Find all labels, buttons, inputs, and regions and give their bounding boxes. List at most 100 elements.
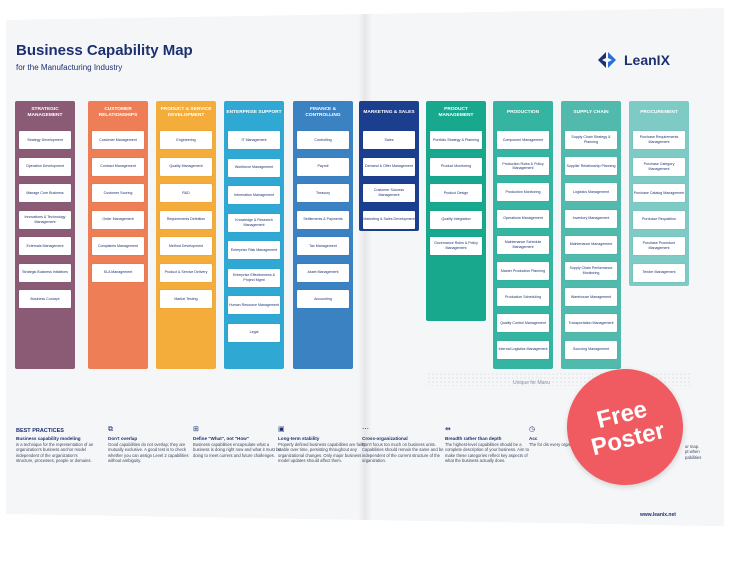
page-subtitle: for the Manufacturing Industry [16,63,123,72]
capability-card[interactable]: Controlling [297,131,349,149]
capability-card[interactable]: Information Management [228,186,280,204]
capability-card[interactable]: Strategic Business Initiatives [19,263,71,282]
capability-card[interactable]: Production Monitoring [497,183,549,202]
tip-body: Good capabilities do not overlap; they a… [108,442,189,464]
capability-card[interactable]: Settlements & Payments [297,210,349,229]
best-practices-title: BEST PRACTICES [16,428,64,434]
capability-card[interactable]: Production Roles & Policy Management [497,157,549,176]
capability-card[interactable]: Method Development [160,237,212,255]
capability-column: PRODUCT MANAGEMENT Portfolio Strategy & P… [426,101,486,321]
capability-card[interactable]: Strategy Development [19,131,71,149]
column-header: ENTERPRISE SUPPORT [226,110,282,115]
capability-card[interactable]: Transportation Management [565,314,617,333]
column-header: PRODUCT & SERVICE DEVELOPMENT [160,107,212,118]
capability-card[interactable]: Quality Management [160,157,212,176]
capability-card[interactable]: Governance Roles & Policy Management [430,237,482,255]
capability-card[interactable]: Asset Management [297,263,349,282]
capability-card[interactable]: Business Concept [19,290,71,308]
capability-card[interactable]: Customer Scoring [92,184,144,202]
capability-card[interactable]: Innovations & Technology Management [19,210,71,229]
capability-card[interactable]: Production Scheduling [497,288,549,307]
capability-card[interactable]: Payroll [297,157,349,176]
page-title: Business Capability Map [16,42,193,59]
footer-url[interactable]: www.leanix.net [640,512,676,518]
capability-card[interactable]: Inventory Management [565,209,617,228]
cut-line-2: pt when [685,449,700,455]
cut-off-text: ur map. pt when pabilities [685,444,725,460]
capability-card[interactable]: Operation Development [19,157,71,176]
capability-card[interactable]: Supplier Relationship Planning [565,157,617,176]
capability-card[interactable]: Portfolio Strategy & Planning [430,131,482,149]
capability-card[interactable]: Sourcing Management [565,340,617,359]
capability-card[interactable]: Operations Management [497,209,549,228]
capability-card[interactable]: Legal [228,323,280,342]
capability-card[interactable]: Customer Management [92,131,144,149]
column-header: PRODUCT MANAGEMENT [438,107,474,118]
capability-card[interactable]: IT Management [228,131,280,149]
capability-card[interactable]: Product Design [430,184,482,202]
capability-card[interactable]: Supply Chain Strategy & Planning [565,131,617,149]
capability-card[interactable]: Maintenance Schedule Management [497,235,549,254]
capability-card[interactable]: Tender Management [633,263,685,282]
capability-card[interactable]: Treasury [297,184,349,202]
org-icon: ⋯ [362,426,369,433]
capability-card[interactable]: Purchase Procedure Management [633,237,685,255]
capability-card[interactable]: Tax Management [297,237,349,255]
capability-card[interactable]: Quality Integration [430,210,482,229]
capability-card[interactable]: Contract Management [92,157,144,176]
capability-card[interactable]: Warehouse Management [565,288,617,307]
capability-card[interactable]: Demand & Offer Management [363,157,415,176]
capability-card[interactable]: Manage Core Business [19,184,71,202]
tip-body: The for dis every organiza [529,442,578,447]
capability-card[interactable]: Knowledge & Research Management [228,213,280,232]
capability-card[interactable]: Marketing & Sales Development [363,210,415,229]
capability-card[interactable]: Customer Success Management [363,184,415,202]
intro-body: is a technique for the representation of… [16,442,94,464]
capability-card[interactable]: Requirements Definition [160,210,212,229]
capability-card[interactable]: Workforce Management [228,158,280,177]
capability-card[interactable]: Enterprise Effectiveness & Project Mgmt [228,268,280,287]
capability-card[interactable]: Market Testing [160,290,212,308]
capability-card[interactable]: Quality Control Management [497,314,549,333]
capability-card[interactable]: Externals Management [19,237,71,255]
tip-body: The highest-level capabilities should be… [445,442,530,464]
tip-body: Business capabilities encapsulate what a… [193,442,281,458]
capability-card[interactable]: Accounting [297,290,349,308]
capability-card[interactable]: Logistics Management [565,183,617,202]
breadth-icon: ⇹ [445,426,451,433]
capability-card[interactable]: Complaints Management [92,237,144,255]
capability-card[interactable]: Purchase Requirements Management [633,131,685,149]
capability-card[interactable]: Product & Service Delivery [160,263,212,282]
capability-card[interactable]: Purchase Category Management [633,157,685,176]
leanix-logo: LeanIX [598,52,670,68]
capability-card[interactable]: Master Production Planning [497,262,549,280]
capability-card[interactable]: Sales [363,131,415,149]
tip-head: Long-term stability [278,436,320,441]
capability-card[interactable]: Human Resource Management [228,296,280,314]
capability-card[interactable]: Supply Chain Performance Monitoring [565,262,617,280]
capability-card[interactable]: R&D [160,184,212,202]
capability-card[interactable]: Enterprise Risk Management [228,241,280,259]
capability-card[interactable]: SLA Management [92,263,144,282]
capability-card[interactable]: Component Management [497,131,549,149]
capability-card[interactable]: Purchase Catalog Management [633,184,685,202]
capability-card[interactable]: Maintenance Management [565,235,617,254]
logo-text: LeanIX [624,52,670,68]
capability-card[interactable]: Product Monitoring [430,157,482,176]
cut-line-1: ur map. [685,444,700,449]
column-header: MARKETING & SALES [363,110,415,115]
capability-card[interactable]: Internal Logistics Management [497,340,549,359]
unique-label: Unique for Manu [513,380,550,386]
capability-card[interactable]: Order Management [92,210,144,229]
capability-card[interactable]: Engineering [160,131,212,149]
capability-card[interactable]: Purchase Requisition [633,210,685,229]
cut-line-3: pabilities [685,454,702,460]
